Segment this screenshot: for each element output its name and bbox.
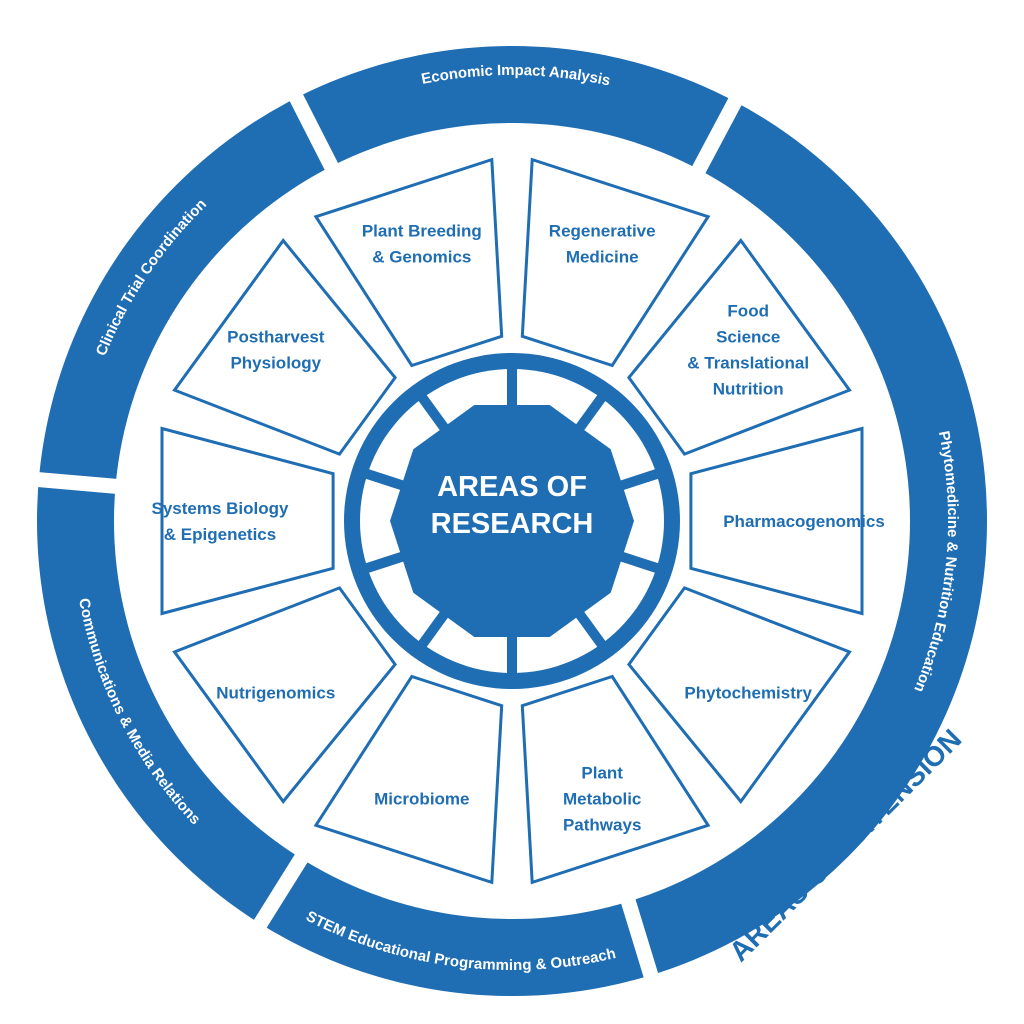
research-hub bbox=[344, 353, 680, 689]
research-segment bbox=[172, 238, 397, 456]
band-separator bbox=[23, 470, 125, 495]
research-area-label: Pathways bbox=[563, 816, 641, 835]
research-area-label: & Translational bbox=[687, 353, 809, 372]
band-separator bbox=[618, 891, 663, 992]
research-segment bbox=[520, 674, 711, 885]
research-area-label: Nutrition bbox=[713, 379, 784, 398]
extension-band-gaps bbox=[23, 81, 749, 992]
research-segment bbox=[313, 157, 504, 368]
research-area-label: & Epigenetics bbox=[164, 525, 276, 544]
research-area-label: Medicine bbox=[566, 247, 639, 266]
research-area-label: Food bbox=[727, 301, 769, 320]
research-area-label: Postharvest bbox=[227, 327, 325, 346]
hub-spoke bbox=[358, 550, 409, 576]
research-segment bbox=[689, 426, 864, 616]
research-area-label: Plant Breeding bbox=[362, 221, 482, 240]
band-separator bbox=[282, 81, 342, 177]
band-separator bbox=[688, 84, 749, 181]
research-segment bbox=[627, 586, 852, 804]
research-area-label: Nutrigenomics bbox=[216, 684, 335, 703]
research-area-label: Regenerative bbox=[549, 221, 656, 240]
hub-spoke bbox=[413, 607, 452, 654]
research-area-label: Science bbox=[716, 327, 780, 346]
research-area-label: Systems Biology bbox=[152, 499, 290, 518]
hub-spoke bbox=[615, 550, 666, 576]
research-area-label: Metabolic bbox=[563, 790, 641, 809]
research-area-label: Phytochemistry bbox=[684, 684, 812, 703]
research-area-label: Pharmacogenomics bbox=[723, 512, 885, 531]
hub-spoke bbox=[615, 466, 666, 492]
research-area-label: Microbiome bbox=[374, 790, 469, 809]
research-segment bbox=[172, 586, 397, 804]
hub-spoke bbox=[358, 466, 409, 492]
research-segment bbox=[160, 426, 335, 616]
research-segment bbox=[313, 674, 504, 885]
center-title-line1: AREAS OF bbox=[437, 471, 587, 503]
hub-spoke bbox=[413, 388, 452, 435]
research-area-label: & Genomics bbox=[372, 247, 471, 266]
hub-spoke bbox=[572, 388, 611, 435]
research-segment bbox=[627, 238, 852, 456]
research-area-label: Physiology bbox=[230, 353, 321, 372]
hub-spoke bbox=[572, 607, 611, 654]
band-separator bbox=[245, 847, 312, 941]
research-segment bbox=[520, 157, 711, 368]
research-area-label: Plant bbox=[581, 764, 623, 783]
center-title-line2: RESEARCH bbox=[431, 508, 594, 540]
center-decagon bbox=[390, 405, 634, 637]
